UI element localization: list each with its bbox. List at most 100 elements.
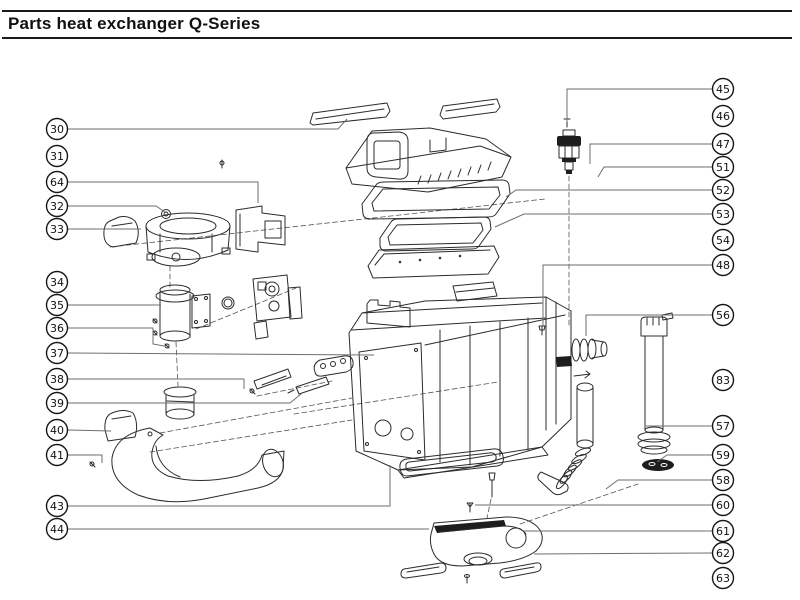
callout-number: 47 (716, 138, 730, 151)
leader-line-52 (505, 189, 712, 198)
callout-number: 56 (716, 309, 730, 322)
callout-32[interactable]: 32 (45, 194, 69, 218)
callout-57[interactable]: 57 (711, 414, 735, 438)
callout-number: 58 (716, 474, 730, 487)
callout-number: 40 (50, 424, 64, 437)
gas-valve (252, 274, 303, 340)
callout-44[interactable]: 44 (45, 517, 69, 541)
top-cover (345, 127, 512, 193)
callout-54[interactable]: 54 (711, 228, 735, 252)
callout-number: 52 (716, 184, 730, 197)
strip-bottom-left (400, 562, 447, 579)
gasket-upper (361, 179, 511, 220)
callout-number: 35 (50, 299, 64, 312)
callout-51[interactable]: 51 (711, 155, 735, 179)
leader-line-56 (585, 314, 712, 336)
insulation-panel (367, 245, 500, 279)
callout-52[interactable]: 52 (711, 178, 735, 202)
callout-number: 61 (716, 525, 730, 538)
leader-line-39 (68, 393, 302, 404)
callout-number: 53 (716, 208, 730, 221)
screw-bottom (464, 574, 470, 584)
screw-pan (466, 502, 474, 513)
flue-elbow-duct (111, 427, 285, 503)
callout-56[interactable]: 56 (711, 303, 735, 327)
callout-number: 31 (50, 150, 64, 163)
callout-34[interactable]: 34 (45, 270, 69, 294)
callout-number: 41 (50, 449, 64, 462)
callout-39[interactable]: 39 (45, 391, 69, 415)
callout-41[interactable]: 41 (45, 443, 69, 467)
callout-33[interactable]: 33 (45, 217, 69, 241)
page-title: Parts heat exchanger Q-Series (8, 14, 261, 33)
callout-48[interactable]: 48 (711, 253, 735, 277)
mounting-bracket (235, 205, 286, 253)
sensor-pin (488, 472, 496, 498)
hose-clip (573, 370, 591, 379)
callout-59[interactable]: 59 (711, 443, 735, 467)
callout-37[interactable]: 37 (45, 341, 69, 365)
leader-line-36 (68, 327, 165, 347)
callout-30[interactable]: 30 (45, 117, 69, 141)
electrode-bracket (313, 355, 354, 377)
mounting-strip-right (439, 98, 501, 120)
callout-number: 60 (716, 499, 730, 512)
callout-62[interactable]: 62 (711, 541, 735, 565)
callout-45[interactable]: 45 (711, 77, 735, 101)
callout-40[interactable]: 40 (45, 418, 69, 442)
artwork (89, 98, 674, 584)
leader-line-47 (589, 143, 712, 164)
condensate-pan (429, 516, 543, 567)
callout-number: 59 (716, 449, 730, 462)
grommet (161, 209, 171, 219)
leader-line-64 (68, 181, 259, 203)
leader-line-53 (494, 213, 712, 228)
callout-number: 44 (50, 523, 64, 536)
callout-38[interactable]: 38 (45, 367, 69, 391)
sump-gasket (399, 448, 504, 477)
clamp-screw (89, 461, 96, 468)
callout-number: 39 (50, 397, 64, 410)
leader-line-51 (597, 166, 712, 178)
leader-line-59 (656, 454, 712, 463)
callout-58[interactable]: 58 (711, 468, 735, 492)
screw-hx-top (538, 325, 546, 336)
callout-number: 45 (716, 83, 730, 96)
callout-36[interactable]: 36 (45, 316, 69, 340)
venturi-screws (152, 318, 170, 349)
air-vent-valve (557, 118, 581, 174)
drain-hose (537, 382, 594, 496)
callout-60[interactable]: 60 (711, 493, 735, 517)
retainer-plate (366, 299, 411, 328)
callout-number: 54 (716, 234, 730, 247)
callout-83[interactable]: 83 (711, 368, 735, 392)
callout-46[interactable]: 46 (711, 104, 735, 128)
leader-line-45 (566, 88, 712, 122)
leader-line-58 (605, 479, 712, 490)
callout-31[interactable]: 31 (45, 144, 69, 168)
callout-53[interactable]: 53 (711, 202, 735, 226)
callout-64[interactable]: 64 (45, 170, 69, 194)
callout-63[interactable]: 63 (711, 566, 735, 590)
callout-number: 48 (716, 259, 730, 272)
callout-number: 32 (50, 200, 64, 213)
callout-number: 46 (716, 110, 730, 123)
leader-line-43 (68, 465, 391, 507)
siphon-seal (642, 459, 674, 471)
ignition-electrode (249, 368, 292, 395)
flue-connector (163, 386, 197, 420)
callout-35[interactable]: 35 (45, 293, 69, 317)
intake-scoop-small (104, 410, 138, 442)
callout-43[interactable]: 43 (45, 494, 69, 518)
callout-47[interactable]: 47 (711, 132, 735, 156)
o-ring (221, 296, 235, 310)
leader-line-40 (67, 429, 112, 432)
siphon (637, 312, 674, 455)
clamp-bracket (452, 281, 498, 302)
leader-line-32 (68, 205, 166, 213)
callout-61[interactable]: 61 (711, 519, 735, 543)
callout-number: 37 (50, 347, 64, 360)
air-intake-scoop (103, 216, 139, 248)
leader-line-37 (67, 352, 375, 356)
